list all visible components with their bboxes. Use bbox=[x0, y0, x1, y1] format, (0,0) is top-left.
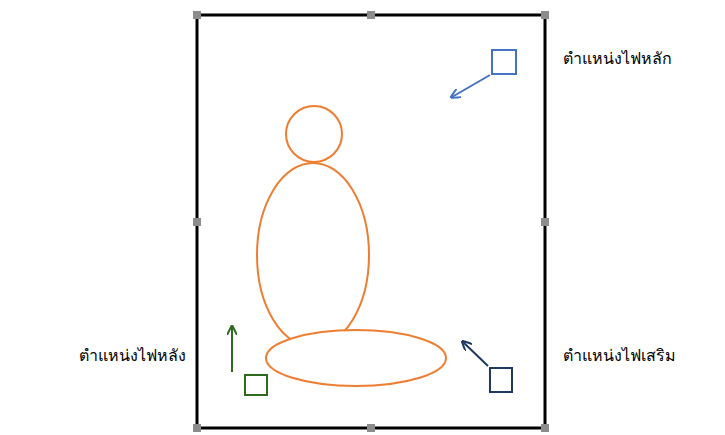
subject-figure bbox=[257, 106, 446, 386]
light-position-label: ตำแหน่งไฟหลัง bbox=[79, 346, 186, 367]
frame-handles bbox=[193, 11, 549, 432]
light-position-label: ตำแหน่งไฟเสริม bbox=[563, 346, 676, 367]
frame bbox=[197, 15, 545, 428]
light-position-label: ตำแหน่งไฟหลัก bbox=[563, 49, 672, 70]
fill-light bbox=[463, 342, 512, 392]
key-light bbox=[452, 50, 516, 97]
back-light bbox=[232, 327, 267, 395]
